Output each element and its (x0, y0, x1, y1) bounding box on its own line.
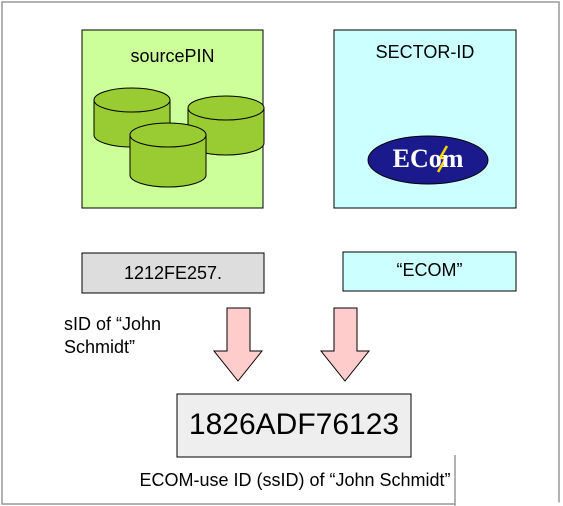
down-arrow-left (212, 307, 264, 382)
sector-id-label: SECTOR-ID (375, 42, 475, 62)
sector-value: “ECOM” (396, 260, 463, 280)
database-icon (93, 87, 265, 188)
result-id-box (176, 393, 412, 458)
sector-value-box (342, 251, 517, 292)
sid-caption-line1: sID of “John (64, 314, 162, 334)
sid-caption-line2: Schmidt” (64, 337, 136, 357)
sid-value-box (81, 252, 265, 294)
sid-value: 1212FE257. (123, 263, 223, 283)
result-caption: ECOM-use ID (ssID) of “John Schmidt” (139, 470, 451, 490)
ecom-logo-text: ECom (392, 144, 464, 173)
result-id-value: 1826ADF76123 (188, 408, 400, 441)
down-arrow-right (319, 307, 371, 382)
source-pin-label: sourcePIN (130, 46, 215, 66)
ecom-logo (367, 135, 489, 185)
